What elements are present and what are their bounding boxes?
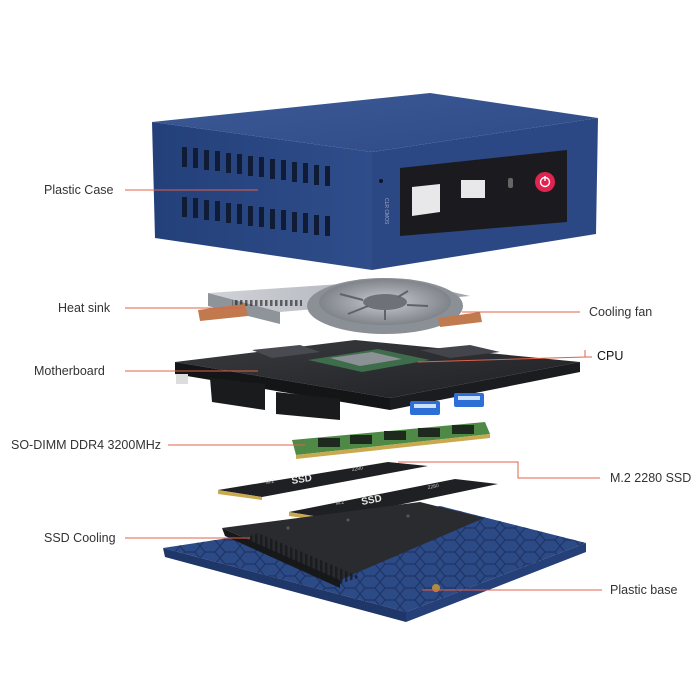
label-m2-ssd: M.2 2280 SSD (610, 471, 692, 485)
leader-lines (125, 189, 602, 591)
ssd-sticker-label: SSD (291, 473, 313, 487)
m2-ssd-top: SSD M.2 2280 (218, 462, 428, 500)
ssd-sticker-label-2: SSD (360, 493, 382, 508)
usb-port (461, 180, 485, 198)
leader-m2-ssd (398, 461, 600, 479)
audio-jack (508, 178, 513, 188)
label-ssd-cooling: SSD Cooling (44, 531, 116, 545)
case-side-print: CLR CMOS (383, 198, 389, 225)
motherboard (175, 340, 580, 420)
label-cpu: CPU (597, 349, 624, 363)
label-motherboard: Motherboard (34, 364, 105, 378)
label-sodimm: SO-DIMM DDR4 3200MHz (11, 438, 162, 452)
label-cooling-fan: Cooling fan (589, 305, 653, 319)
ssd-size-label-2: 2280 (427, 483, 439, 491)
label-plastic-case: Plastic Case (44, 183, 114, 197)
label-plastic-base: Plastic base (610, 583, 678, 597)
usb-port-large (412, 184, 440, 216)
ssd-cooling-pad (222, 502, 484, 588)
ssd-type-label: M.2 (265, 479, 274, 486)
power-button (535, 172, 555, 192)
ssd-size-label: 2280 (351, 465, 363, 473)
cooling-fan (307, 278, 482, 334)
label-heat-sink: Heat sink (58, 301, 111, 315)
plastic-case: CLR CMOS (152, 93, 598, 270)
sodimm-module (292, 422, 490, 459)
ssd-type-label-2: M.2 (335, 499, 345, 507)
